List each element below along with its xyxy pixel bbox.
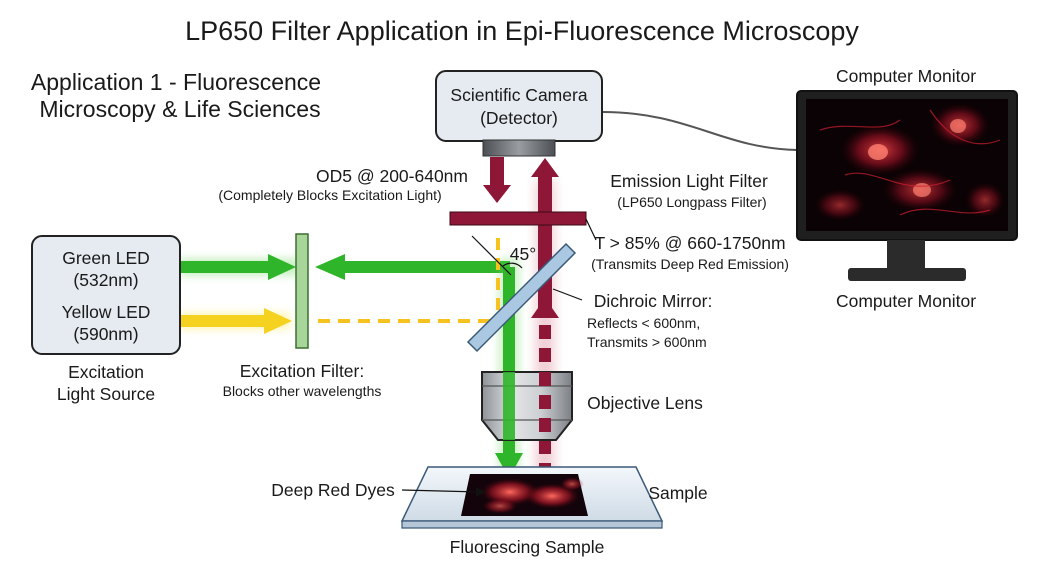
emission-filter-desc: (LP650 Longpass Filter): [617, 194, 766, 210]
yellow-led-wavelength: (590nm): [73, 324, 138, 344]
yellow-excitation-beam: [180, 238, 500, 334]
excitation-filter: [295, 233, 309, 349]
transmission-desc: (Transmits Deep Red Emission): [591, 256, 789, 272]
dichroic-desc-line2: Transmits > 600nm: [587, 334, 707, 350]
application-heading-line1: Application 1 - Fluorescence: [31, 69, 321, 95]
od5-desc: (Completely Blocks Excitation Light): [218, 187, 441, 203]
dyes-pointer: [401, 489, 481, 493]
dyes-pointer-head: [476, 487, 486, 497]
excitation-filter-label: Excitation Filter:: [240, 361, 364, 381]
angle-reference-line: [471, 235, 512, 276]
cell-image-icon: [814, 103, 1005, 221]
angle-label: 45°: [510, 244, 536, 264]
sample-slide: [400, 466, 664, 529]
monitor-label-top: Computer Monitor: [836, 66, 976, 86]
angle-arc: [502, 262, 523, 269]
deep-red-dyes-label: Deep Red Dyes: [271, 480, 395, 500]
sample-label: Sample: [648, 483, 707, 503]
application-heading-line2: Microscopy & Life Sciences: [39, 96, 320, 122]
dichroic-desc-line1: Reflects < 600nm,: [587, 315, 700, 331]
diagram-title: LP650 Filter Application in Epi-Fluoresc…: [185, 16, 859, 46]
light-source-label-line1: Excitation: [68, 362, 144, 382]
excitation-filter-desc: Blocks other wavelengths: [223, 383, 382, 399]
camera-label-line1: Scientific Camera: [450, 85, 587, 105]
objective-lens-label: Objective Lens: [587, 393, 703, 413]
lp650-emission-filter: [449, 211, 587, 226]
light-source-label-line2: Light Source: [57, 384, 155, 404]
sample-caption: Fluorescing Sample: [450, 537, 605, 557]
camera-label-line2: (Detector): [480, 108, 558, 128]
computer-monitor: [601, 90, 1018, 281]
monitor-label-bottom: Computer Monitor: [836, 291, 976, 311]
green-led-label: Green LED: [62, 248, 150, 268]
objective-lens: [481, 371, 573, 441]
transmission-label: T > 85% @ 660-1750nm: [594, 233, 785, 253]
dichroic-mirror: [466, 242, 577, 353]
od5-label: OD5 @ 200-640nm: [316, 166, 468, 186]
green-led-box: [31, 235, 181, 355]
dichroic-label: Dichroic Mirror:: [594, 291, 713, 311]
scientific-camera: [435, 70, 603, 157]
yellow-led-label: Yellow LED: [62, 302, 151, 322]
dichroic-pointer: [552, 288, 583, 301]
emission-filter-label: Emission Light Filter: [610, 171, 768, 191]
green-led-wavelength: (532nm): [73, 270, 138, 290]
transmission-pointer: [585, 218, 597, 241]
